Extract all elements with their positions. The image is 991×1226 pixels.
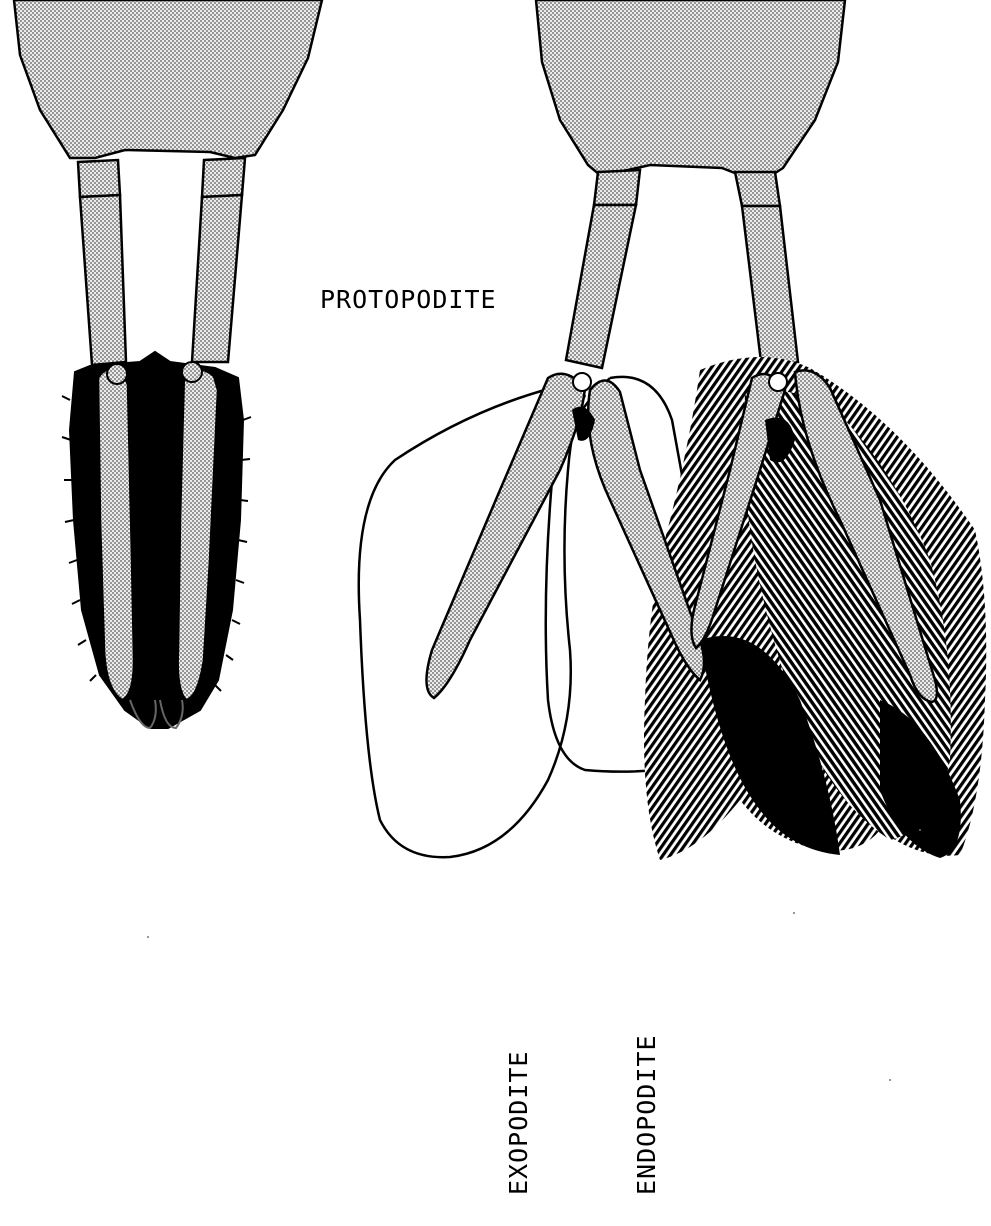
- left-protopodite-right: [192, 195, 242, 362]
- left-basal-joint-right: [202, 158, 245, 197]
- right-basal-joint-left: [594, 170, 640, 205]
- label-endopodite: ENDOPODITE: [632, 1034, 661, 1195]
- right-protopodite-left: [566, 205, 636, 368]
- right-protopodite-right: [742, 206, 798, 370]
- right-appendage-spread: [359, 0, 987, 860]
- label-exopodite: EXOPODITE: [504, 1051, 533, 1195]
- left-protopodite-left: [80, 195, 126, 365]
- left-body-segment: [14, 0, 322, 158]
- left-ramus-left: [98, 368, 134, 700]
- left-appendage-folded: [14, 0, 322, 728]
- exopodite-ramus: [426, 374, 585, 698]
- right-body-segment: [536, 0, 845, 175]
- left-basal-joint-left: [78, 160, 120, 197]
- stray-marks: [147, 829, 921, 1081]
- label-protopodite: PROTOPODITE: [320, 285, 497, 314]
- right-basal-joint-right: [735, 172, 780, 206]
